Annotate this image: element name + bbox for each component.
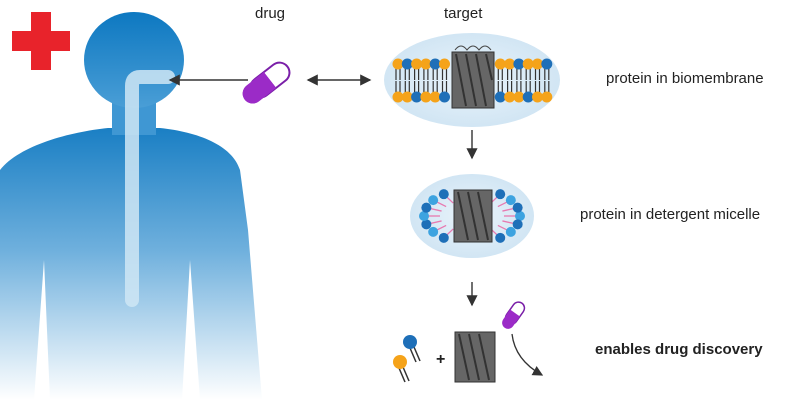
micelle-head	[421, 219, 432, 230]
label-biomembrane: protein in biomembrane	[606, 70, 764, 87]
bottom-protein-icon	[454, 331, 496, 383]
lipid-head	[532, 91, 543, 103]
red-cross-icon	[12, 12, 70, 70]
membrane-diagram	[384, 33, 560, 127]
lipid-head	[513, 58, 525, 70]
micelle-protein-icon	[453, 189, 493, 243]
micelle-head	[428, 226, 439, 237]
micelle-head	[438, 232, 449, 243]
micelle-head	[512, 219, 523, 230]
label-drug-discovery: enables drug discovery	[595, 341, 763, 358]
lipid-head	[392, 91, 404, 103]
header-target: target	[444, 5, 483, 22]
lipid-head	[411, 91, 423, 103]
curved-arrow	[511, 333, 544, 376]
lipid-head	[439, 58, 450, 70]
label-micelle: protein in detergent micelle	[580, 206, 761, 223]
lipid-head	[401, 58, 413, 70]
lipid-head	[439, 91, 450, 103]
drug-capsule-icon	[242, 61, 291, 104]
micelle-head	[515, 211, 525, 221]
lipid-head	[522, 58, 534, 70]
membrane-protein-icon	[451, 45, 495, 109]
plus-sign: +	[436, 351, 445, 368]
lipid-head	[541, 91, 553, 103]
micelle-head	[438, 189, 449, 200]
lipid-head	[532, 58, 543, 70]
micelle-head	[505, 195, 516, 206]
lipid-head	[429, 91, 441, 103]
free-lipids	[393, 335, 421, 383]
micelle-head	[495, 232, 506, 243]
lipid-head	[392, 58, 404, 70]
lipid-head	[513, 91, 525, 103]
lipid-head	[411, 58, 423, 70]
header-drug: drug	[255, 5, 286, 22]
micelle-head	[505, 226, 516, 237]
lipid-head	[541, 58, 553, 70]
drug-capsule-small-icon	[502, 301, 526, 329]
lipid-head	[504, 58, 516, 70]
micelle-head	[419, 211, 429, 221]
lipid-head	[420, 91, 432, 103]
lipid-head	[504, 91, 516, 103]
lipid-head	[429, 58, 441, 70]
micelle-head	[428, 195, 439, 206]
lipid-head	[494, 91, 506, 103]
micelle-head	[495, 189, 506, 200]
micelle-diagram	[410, 174, 534, 258]
lipid-head	[420, 58, 432, 70]
micelle-head	[421, 202, 432, 213]
human-silhouette	[0, 12, 262, 400]
lipid-head	[401, 91, 413, 103]
micelle-head	[512, 202, 523, 213]
lipid-head	[522, 91, 534, 103]
lipid-head	[494, 58, 506, 70]
